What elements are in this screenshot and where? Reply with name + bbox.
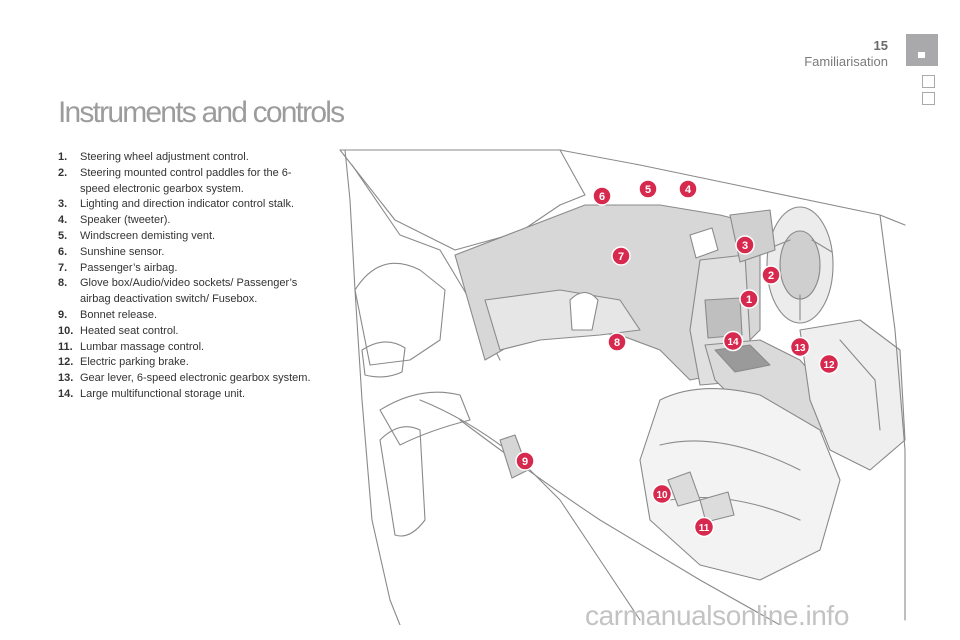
legend-item: 6. Sunshine sensor. — [58, 245, 316, 261]
legend-item: 11. Lumbar massage control. — [58, 340, 316, 356]
legend-number: 4. — [58, 213, 67, 229]
legend-item: 14. Large multifunctional storage unit. — [58, 387, 316, 403]
legend-number: 5. — [58, 229, 67, 245]
callout-label: 4 — [685, 184, 692, 196]
legend-item: 5. Windscreen demisting vent. — [58, 229, 316, 245]
callout-10: 10 — [653, 485, 672, 504]
callout-label: 5 — [645, 184, 651, 196]
callout-label: 8 — [614, 337, 620, 349]
section-name: Familiarisation — [804, 54, 888, 69]
legend-text: Lighting and direction indicator control… — [80, 198, 294, 210]
legend-text: Windscreen demisting vent. — [80, 230, 215, 242]
chapter-tab[interactable] — [922, 92, 935, 105]
legend-text: Steering wheel adjustment control. — [80, 151, 249, 163]
controls-legend: 1. Steering wheel adjustment control. 2. S… — [58, 150, 316, 403]
legend-text: Speaker (tweeter). — [80, 214, 170, 226]
legend-number: 13. — [58, 371, 73, 387]
legend-number: 14. — [58, 387, 73, 403]
callout-7: 7 — [612, 247, 630, 265]
legend-text: Large multifunctional storage unit. — [80, 388, 245, 400]
legend-number: 11. — [58, 340, 73, 356]
floor-outline — [420, 400, 640, 620]
legend-item: 9. Bonnet release. — [58, 308, 316, 324]
callout-label: 9 — [522, 456, 528, 468]
callout-label: 14 — [727, 337, 739, 348]
legend-item: 7. Passenger’s airbag. — [58, 261, 316, 277]
legend-number: 8. — [58, 276, 67, 292]
watermark-text: carmanualsonline.info — [585, 600, 849, 632]
legend-number: 2. — [58, 166, 67, 182]
legend-text: Gear lever, 6-speed electronic gearbox s… — [80, 372, 311, 384]
legend-item: 8. Glove box/Audio/video sockets/ Passeng… — [58, 276, 316, 308]
callout-14: 14 — [724, 332, 743, 351]
legend-text: Glove box/Audio/video sockets/ Passenger… — [80, 277, 297, 305]
callout-label: 13 — [794, 343, 806, 354]
legend-text: Bonnet release. — [80, 309, 157, 321]
legend-text: Heated seat control. — [80, 325, 178, 337]
legend-number: 3. — [58, 197, 67, 213]
legend-text: Passenger’s airbag. — [80, 262, 177, 274]
legend-item: 2. Steering mounted control paddles for t… — [58, 166, 316, 198]
legend-text: Sunshine sensor. — [80, 246, 164, 258]
legend-item: 10. Heated seat control. — [58, 324, 316, 340]
legend-text: Lumbar massage control. — [80, 341, 204, 353]
callout-5: 5 — [639, 180, 657, 198]
legend-item: 12. Electric parking brake. — [58, 355, 316, 371]
callout-label: 10 — [656, 490, 668, 501]
legend-item: 13. Gear lever, 6-speed electronic gearbo… — [58, 371, 316, 387]
page-title: Instruments and controls — [58, 96, 343, 130]
callout-9: 9 — [516, 452, 534, 470]
page-number: 15 — [874, 38, 888, 53]
legend-number: 6. — [58, 245, 67, 261]
legend-number: 10. — [58, 324, 73, 340]
tab-square-icon — [918, 52, 925, 58]
callout-2: 2 — [762, 266, 780, 284]
callout-label: 12 — [823, 360, 835, 371]
legend-number: 12. — [58, 355, 73, 371]
legend-number: 9. — [58, 308, 67, 324]
legend-text: Electric parking brake. — [80, 356, 189, 368]
callout-11: 11 — [695, 518, 714, 537]
callout-12: 12 — [820, 355, 839, 374]
callout-label: 11 — [699, 523, 710, 534]
callout-6: 6 — [593, 187, 611, 205]
chapter-tab-active[interactable] — [906, 34, 938, 66]
legend-item: 4. Speaker (tweeter). — [58, 213, 316, 229]
legend-item: 1. Steering wheel adjustment control. — [58, 150, 316, 166]
callout-13: 13 — [791, 338, 810, 357]
callout-8: 8 — [608, 333, 626, 351]
callout-label: 2 — [768, 270, 774, 282]
legend-item: 3. Lighting and direction indicator contr… — [58, 197, 316, 213]
legend-number: 7. — [58, 261, 67, 277]
door-frame-outline — [345, 150, 400, 625]
legend-number: 1. — [58, 150, 67, 166]
chapter-tab[interactable] — [922, 75, 935, 88]
legend-text: Steering mounted control paddles for the… — [80, 167, 292, 195]
callout-4: 4 — [679, 180, 697, 198]
callout-label: 7 — [618, 251, 624, 263]
callout-label: 3 — [742, 240, 748, 252]
dashboard-illustration: 1 2 3 4 5 6 7 8 — [330, 135, 910, 625]
callout-label: 6 — [599, 191, 605, 203]
callout-label: 1 — [746, 294, 752, 306]
callout-1: 1 — [740, 290, 758, 308]
callout-3: 3 — [736, 236, 754, 254]
